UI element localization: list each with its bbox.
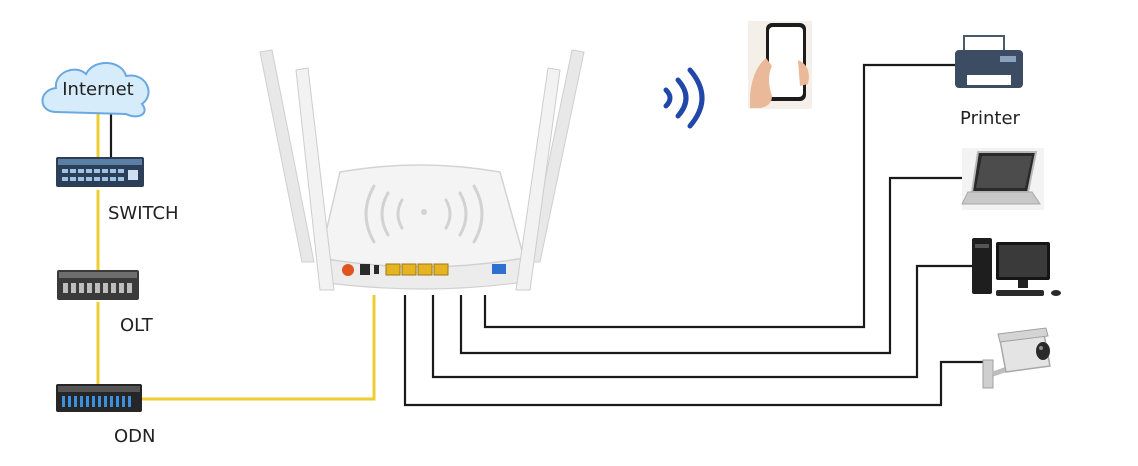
phone-node: [748, 21, 812, 109]
router-antenna-front-right: [515, 67, 561, 291]
router-node: [259, 49, 585, 291]
odn-rack-icon: [56, 384, 142, 412]
desktop-computer-icon: [972, 238, 1061, 296]
printer-panel: [1000, 56, 1016, 62]
link-router-laptop: [459, 176, 966, 355]
printer-paper-out: [965, 73, 1013, 87]
camera-lens: [1036, 342, 1050, 360]
switch-node: SWITCH: [56, 157, 179, 224]
odn-node: ODN: [56, 384, 156, 447]
smartphone-icon: [748, 21, 812, 109]
wifi-arc-outer: [687, 67, 705, 129]
camera-lens-glint: [1039, 346, 1043, 350]
printer-node: Printer: [955, 35, 1023, 129]
desktop-mouse: [1051, 290, 1061, 296]
odn-top-face: [58, 386, 140, 392]
router-body: [319, 164, 525, 268]
olt-device-icon: [57, 270, 139, 300]
desktop-monitor-screen: [999, 245, 1047, 277]
camera-node: [982, 327, 1051, 389]
phone-hand: [750, 58, 772, 108]
printer-paper-in: [963, 35, 1005, 53]
internet-label: Internet: [62, 79, 133, 100]
link-odn-router-fiber: [142, 295, 376, 401]
ethernet-links: [109, 63, 985, 407]
camera-hood: [997, 327, 1049, 343]
desktop-node: [972, 238, 1061, 296]
laptop-node: [961, 148, 1044, 210]
router-reset-port: [374, 265, 379, 274]
phone-hand-thumb: [798, 60, 809, 86]
printer-icon: [955, 35, 1023, 88]
olt-ports: [63, 283, 132, 293]
olt-label: OLT: [120, 315, 154, 336]
switch-ports: [62, 169, 138, 181]
link-router-camera: [403, 295, 985, 407]
desktop-monitor-stand: [1018, 280, 1028, 288]
wifi-signal-icon: [663, 67, 705, 129]
router-antenna-back-left: [259, 49, 315, 263]
laptop-base: [961, 191, 1041, 205]
router-top-wifi-emblem: [364, 184, 484, 244]
wifi-arc-middle: [675, 77, 689, 119]
laptop-icon: [961, 148, 1044, 210]
router-antenna-front-left: [295, 67, 335, 291]
security-camera-icon: [982, 327, 1051, 389]
olt-node: OLT: [57, 270, 154, 336]
switch-top-face: [58, 159, 142, 165]
link-router-desktop: [431, 264, 972, 379]
router-dc-port: [360, 264, 370, 275]
link-router-printer: [483, 63, 955, 329]
router-pon-port: [492, 264, 506, 274]
laptop-display: [976, 156, 1032, 188]
desktop-keyboard: [996, 290, 1044, 296]
router-ports: [342, 263, 506, 276]
router-power-port: [342, 264, 354, 276]
odn-ports: [62, 396, 131, 407]
olt-top-face: [59, 272, 137, 278]
router-lan-port-1: [385, 263, 401, 276]
network-switch-icon: [56, 157, 144, 187]
switch-label: SWITCH: [108, 203, 179, 224]
internet-node: Internet: [41, 62, 150, 118]
links: [96, 63, 985, 407]
phone-screen: [769, 27, 803, 97]
desktop-tower: [972, 238, 992, 294]
odn-label: ODN: [114, 426, 156, 447]
router-lan-port-4: [433, 263, 449, 276]
wifi-arc-inner: [663, 87, 673, 109]
router-lan-port-3: [417, 263, 433, 276]
router-lan-port-2: [401, 263, 417, 276]
cloud-shape: [41, 62, 150, 118]
printer-label: Printer: [960, 108, 1020, 129]
cloud-icon: [41, 62, 150, 118]
camera-wall-mount: [982, 359, 994, 389]
desktop-tower-bay: [975, 244, 989, 248]
wifi-router-icon: [259, 49, 585, 291]
fiber-links: [96, 114, 376, 401]
